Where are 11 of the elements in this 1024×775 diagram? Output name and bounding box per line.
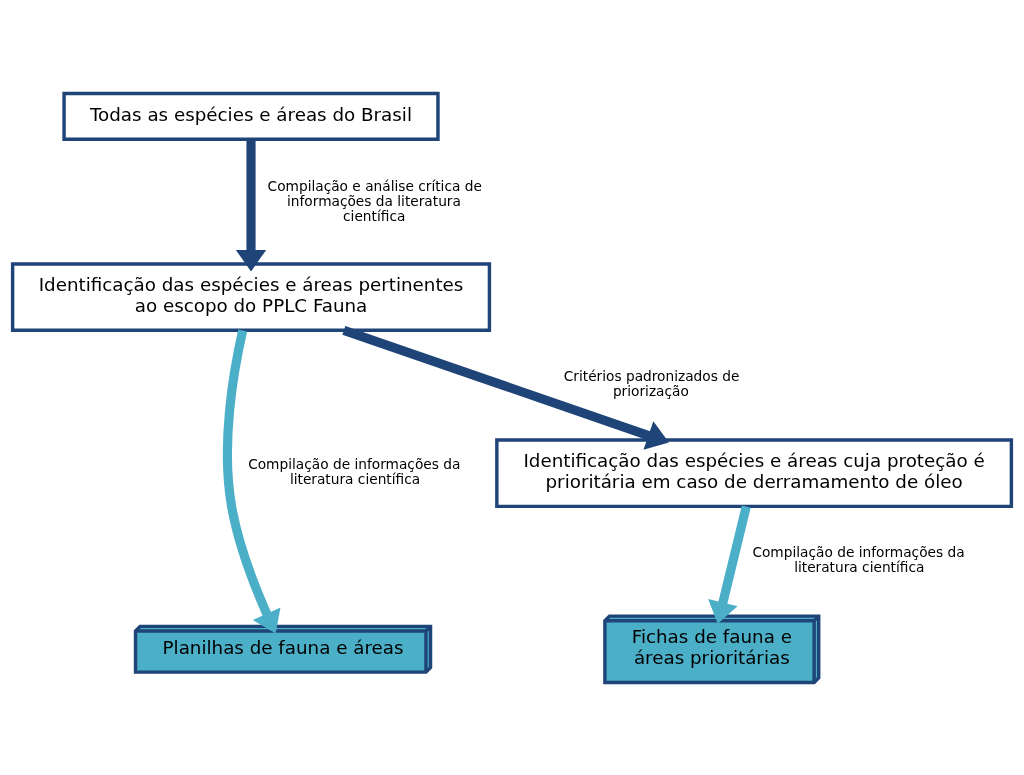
edge-label: Compilação de informações da literatura científica [752,543,965,575]
edge-label: Compilação e análise crítica de informações da literatura científica [267,177,482,224]
arrow [708,505,751,624]
node-box: Todas as espécies e áreas do Brasil [62,91,440,141]
edge-label: Compilação de informações da literatura científica [248,455,461,487]
node-box: Identificação das espécies e áreas cuja proteção é prioritária em caso de derramamento de óleo [495,437,1014,508]
node-box: Identificação das espécies e áreas pertinentes ao escopo do PPLC Fauna [10,261,492,332]
edge-label: Critérios padronizados de priorização [563,367,740,399]
arrow [342,325,669,450]
arrow [235,138,267,272]
arrow [222,329,281,633]
